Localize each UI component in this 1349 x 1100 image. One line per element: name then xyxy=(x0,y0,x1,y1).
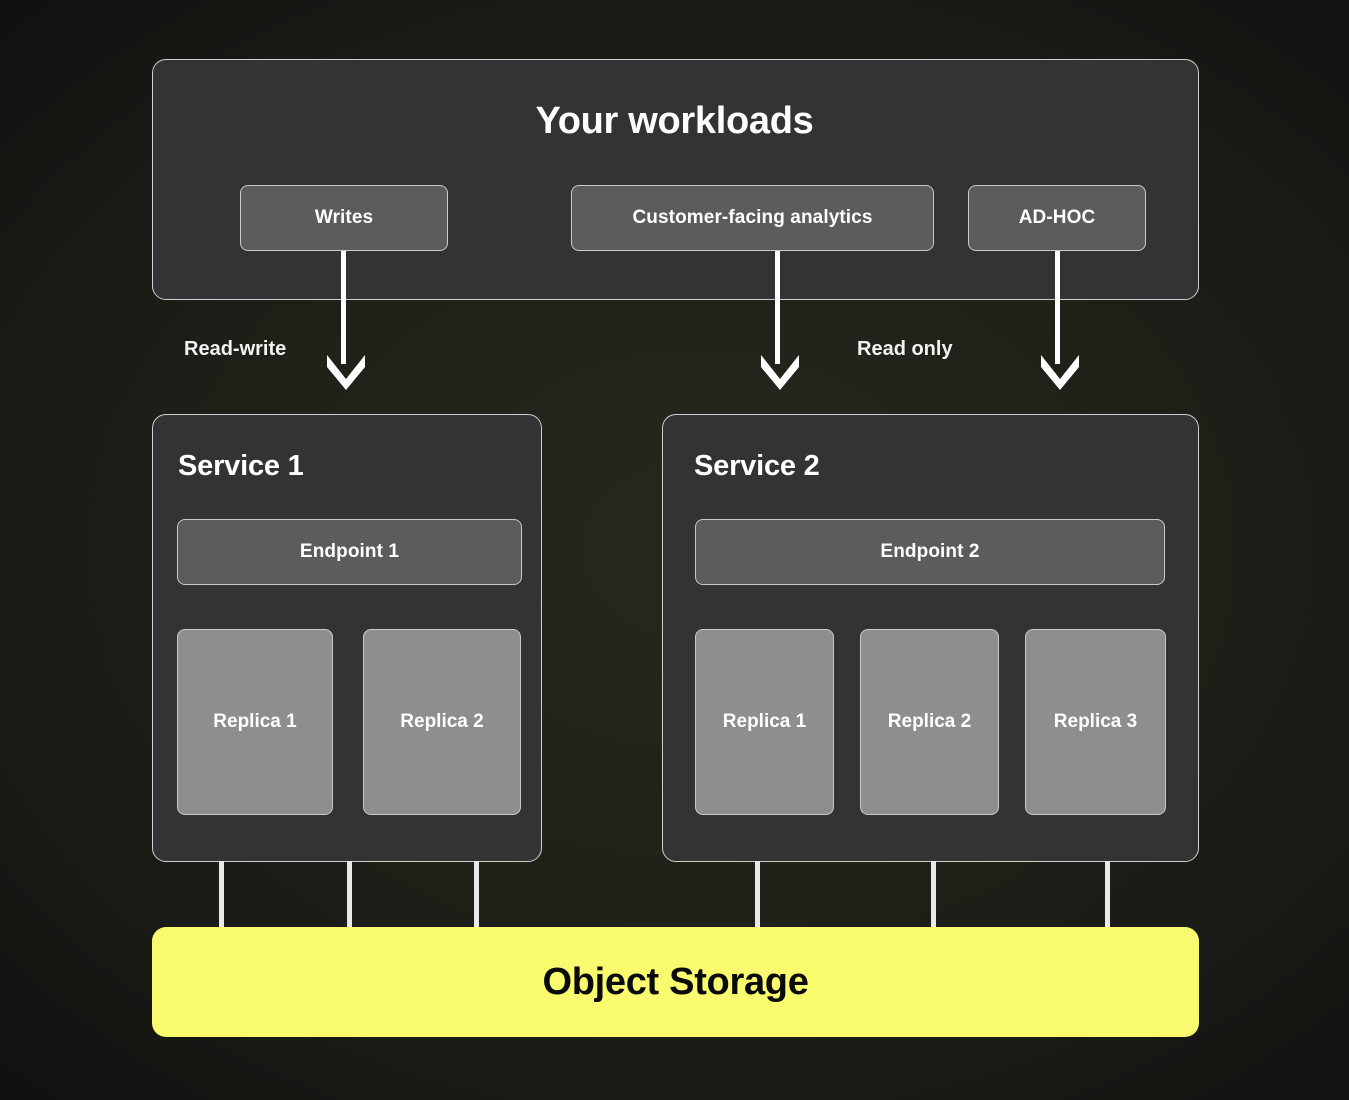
connector-service-1-a xyxy=(219,861,224,928)
arrowhead-icon xyxy=(1041,355,1079,390)
service-2-replica-1[interactable]: Replica 1 xyxy=(695,629,834,815)
service-2-title: Service 2 xyxy=(694,450,820,482)
arrowhead-icon xyxy=(327,355,365,390)
arrow-writes-to-service-1 xyxy=(327,251,389,391)
service-2-endpoint[interactable]: Endpoint 2 xyxy=(695,519,1165,585)
connector-service-2-a xyxy=(755,861,760,928)
service-1-replica-1[interactable]: Replica 1 xyxy=(177,629,333,815)
service-1-title: Service 1 xyxy=(178,450,304,482)
workload-item-customer-facing-analytics[interactable]: Customer-facing analytics xyxy=(571,185,934,251)
workload-item-writes[interactable]: Writes xyxy=(240,185,448,251)
edge-label-read-only: Read only xyxy=(857,338,953,360)
arrowhead-icon xyxy=(761,355,799,390)
object-storage-bar[interactable]: Object Storage xyxy=(152,927,1199,1037)
workload-item-ad-hoc[interactable]: AD-HOC xyxy=(968,185,1146,251)
service-2-replica-2[interactable]: Replica 2 xyxy=(860,629,999,815)
arrow-analytics-to-service-2 xyxy=(761,251,823,391)
object-storage-label: Object Storage xyxy=(542,960,809,1003)
connector-service-1-c xyxy=(474,861,479,928)
service-2-replica-3[interactable]: Replica 3 xyxy=(1025,629,1166,815)
connector-service-2-b xyxy=(931,861,936,928)
connector-service-2-c xyxy=(1105,861,1110,928)
service-1-endpoint[interactable]: Endpoint 1 xyxy=(177,519,522,585)
arrow-adhoc-to-service-2 xyxy=(1041,251,1103,391)
workloads-panel xyxy=(152,59,1199,300)
service-1-replica-2[interactable]: Replica 2 xyxy=(363,629,521,815)
workloads-panel-title: Your workloads xyxy=(535,100,814,142)
connector-service-1-b xyxy=(347,861,352,928)
edge-label-read-write: Read-write xyxy=(184,338,287,360)
